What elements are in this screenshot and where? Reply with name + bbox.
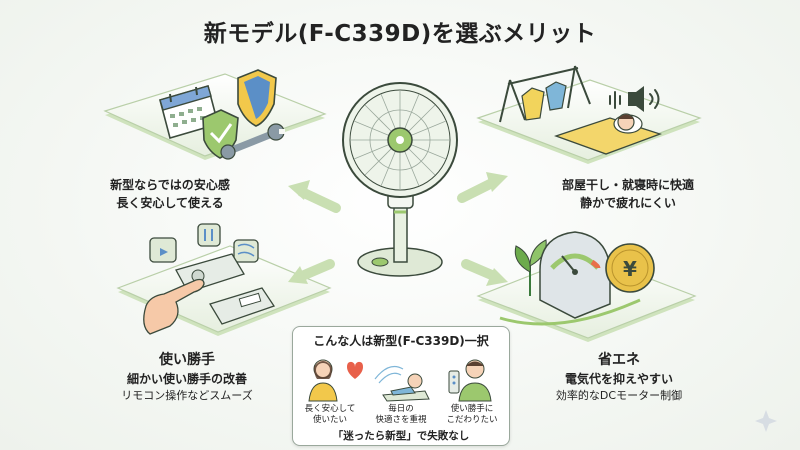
benefit-top-left-line1: 新型ならではの安心感: [110, 178, 230, 192]
sparkle-icon: [755, 410, 777, 432]
page-title: 新モデル(F-C339D)を選ぶメリット: [203, 21, 597, 47]
benefit-bottom-right: 省エネ 電気代を抑えやすい 効率的なDCモーター制御: [524, 350, 714, 404]
sleeping-person-icon: [554, 113, 662, 155]
panel-person-2-line1: 毎日の: [388, 404, 414, 414]
sound-wave-icon: [609, 86, 660, 112]
yen-coin-icon: ¥: [605, 243, 655, 293]
energy-swoosh: [499, 298, 641, 326]
recommendation-panel: こんな人は新型(F-C339D)一択 長く安心して 使いたい: [292, 326, 510, 446]
platform-top-right: [476, 79, 702, 164]
arrow-bottom-left: [288, 259, 335, 284]
benefit-top-left: 新型ならではの安心感 長く安心して使える: [70, 176, 270, 212]
benefit-bottom-left: 使い勝手 細かい使い勝手の改善 リモコン操作などスムーズ: [92, 350, 282, 404]
panel-person-2: 毎日の 快適さを重視: [366, 404, 436, 426]
arrow-top-left: [288, 180, 341, 213]
person-heart-icon: [308, 359, 363, 402]
panel-person-1-line1: 長く安心して: [304, 404, 356, 414]
benefit-bottom-left-line1: 細かい使い勝手の改善: [126, 372, 247, 386]
panel-title: こんな人は新型(F-C339D)一択: [313, 334, 489, 348]
heart-icon: [347, 361, 363, 379]
arrow-bottom-right: [461, 259, 508, 286]
benefit-bottom-right-line1: 電気代を抑えやすい: [564, 372, 673, 386]
electric-fan-icon: [342, 82, 458, 277]
benefit-top-left-line2: 長く安心して使える: [116, 196, 224, 210]
benefit-top-right: 部屋干し・就寝時に快適 静かで疲れにくい: [528, 176, 728, 212]
calendar-icon: [159, 85, 219, 139]
plant-icon: [514, 239, 547, 296]
panel-person-2-line2: 快適さを重視: [375, 415, 427, 425]
panel-person-1: 長く安心して 使いたい: [295, 404, 365, 426]
benefit-bottom-right-heading: 省エネ: [598, 352, 640, 368]
meter-gauge-icon: [539, 231, 611, 319]
wrench-icon: [220, 123, 285, 160]
benefit-bottom-left-line2: リモコン操作などスムーズ: [121, 389, 253, 402]
panel-person-3: 使い勝手に こだわりたい: [437, 404, 507, 426]
person-relaxing-icon: [374, 366, 430, 402]
person-remote-icon: [448, 359, 492, 402]
benefit-top-right-line2: 静かで疲れにくい: [580, 196, 676, 210]
svg-text:¥: ¥: [623, 257, 637, 281]
benefit-bottom-left-heading: 使い勝手: [159, 352, 215, 368]
laundry-rack-icon: [499, 65, 591, 123]
pointing-hand-icon: [143, 278, 205, 335]
benefit-bottom-right-line2: 効率的なDCモーター制御: [555, 389, 683, 402]
panel-footer: 「迷ったら新型」で失敗なし: [332, 430, 470, 442]
panel-person-1-line2: 使いたい: [312, 415, 347, 425]
arrow-top-right: [457, 172, 508, 203]
panel-person-3-line1: 使い勝手に: [450, 404, 494, 414]
benefit-top-right-line1: 部屋干し・就寝時に快適: [561, 178, 694, 192]
panel-person-3-line2: こだわりたい: [446, 415, 498, 425]
